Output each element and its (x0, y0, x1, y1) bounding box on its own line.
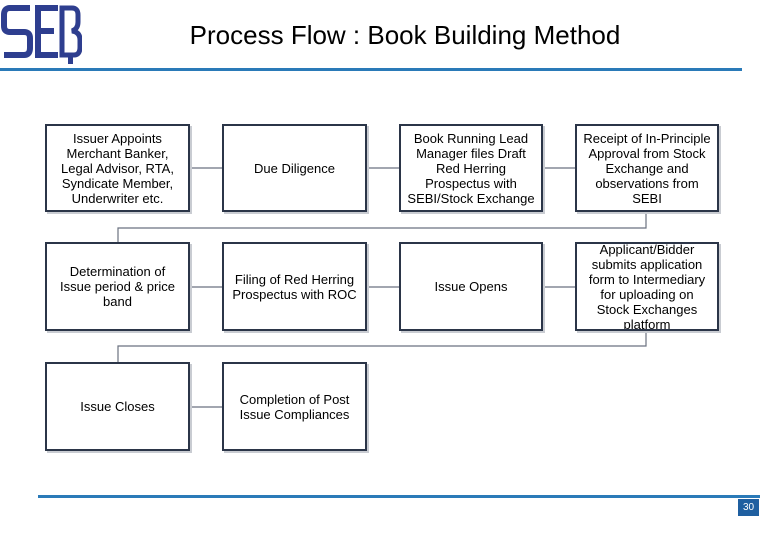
header-rule (0, 68, 742, 71)
step-label: Issuer Appoints Merchant Banker, Legal A… (61, 130, 174, 206)
step-label: Applicant/Bidder submits application for… (588, 242, 706, 331)
step-label: Determination of Issue period & price ba… (60, 264, 175, 309)
step-label: Due Diligence (254, 160, 335, 176)
step-label: Receipt of In-Principle Approval from St… (583, 130, 711, 206)
page-title: Process Flow : Book Building Method (189, 20, 621, 50)
step-label: Issue Opens (434, 279, 508, 294)
connector-8-9 (117, 331, 647, 362)
step-price-band: Determination of Issue period & price ba… (45, 242, 190, 331)
step-due-diligence: Due Diligence (222, 124, 367, 212)
step-label: Book Running Lead Manager files Draft Re… (407, 130, 535, 206)
footer-rule (38, 495, 760, 498)
step-file-rhp-roc: Filing of Red Herring Prospectus with RO… (222, 242, 367, 331)
step-label: Completion of Post Issue Compliances (239, 391, 350, 422)
step-label: Issue Closes (80, 399, 155, 414)
step-appoint-intermediaries: Issuer Appoints Merchant Banker, Legal A… (45, 124, 190, 212)
step-in-principle-approval: Receipt of In-Principle Approval from St… (575, 124, 719, 212)
sebi-logo (0, 0, 83, 66)
step-file-drhp: Book Running Lead Manager files Draft Re… (399, 124, 543, 212)
step-issue-opens: Issue Opens (399, 242, 543, 331)
step-issue-closes: Issue Closes (45, 362, 190, 451)
page-number-badge: 30 (738, 499, 759, 516)
step-bidder-application: Applicant/Bidder submits application for… (575, 242, 719, 331)
connector-4-5 (117, 212, 647, 242)
step-label: Filing of Red Herring Prospectus with RO… (232, 271, 357, 302)
step-post-issue-compliances: Completion of Post Issue Compliances (222, 362, 367, 451)
